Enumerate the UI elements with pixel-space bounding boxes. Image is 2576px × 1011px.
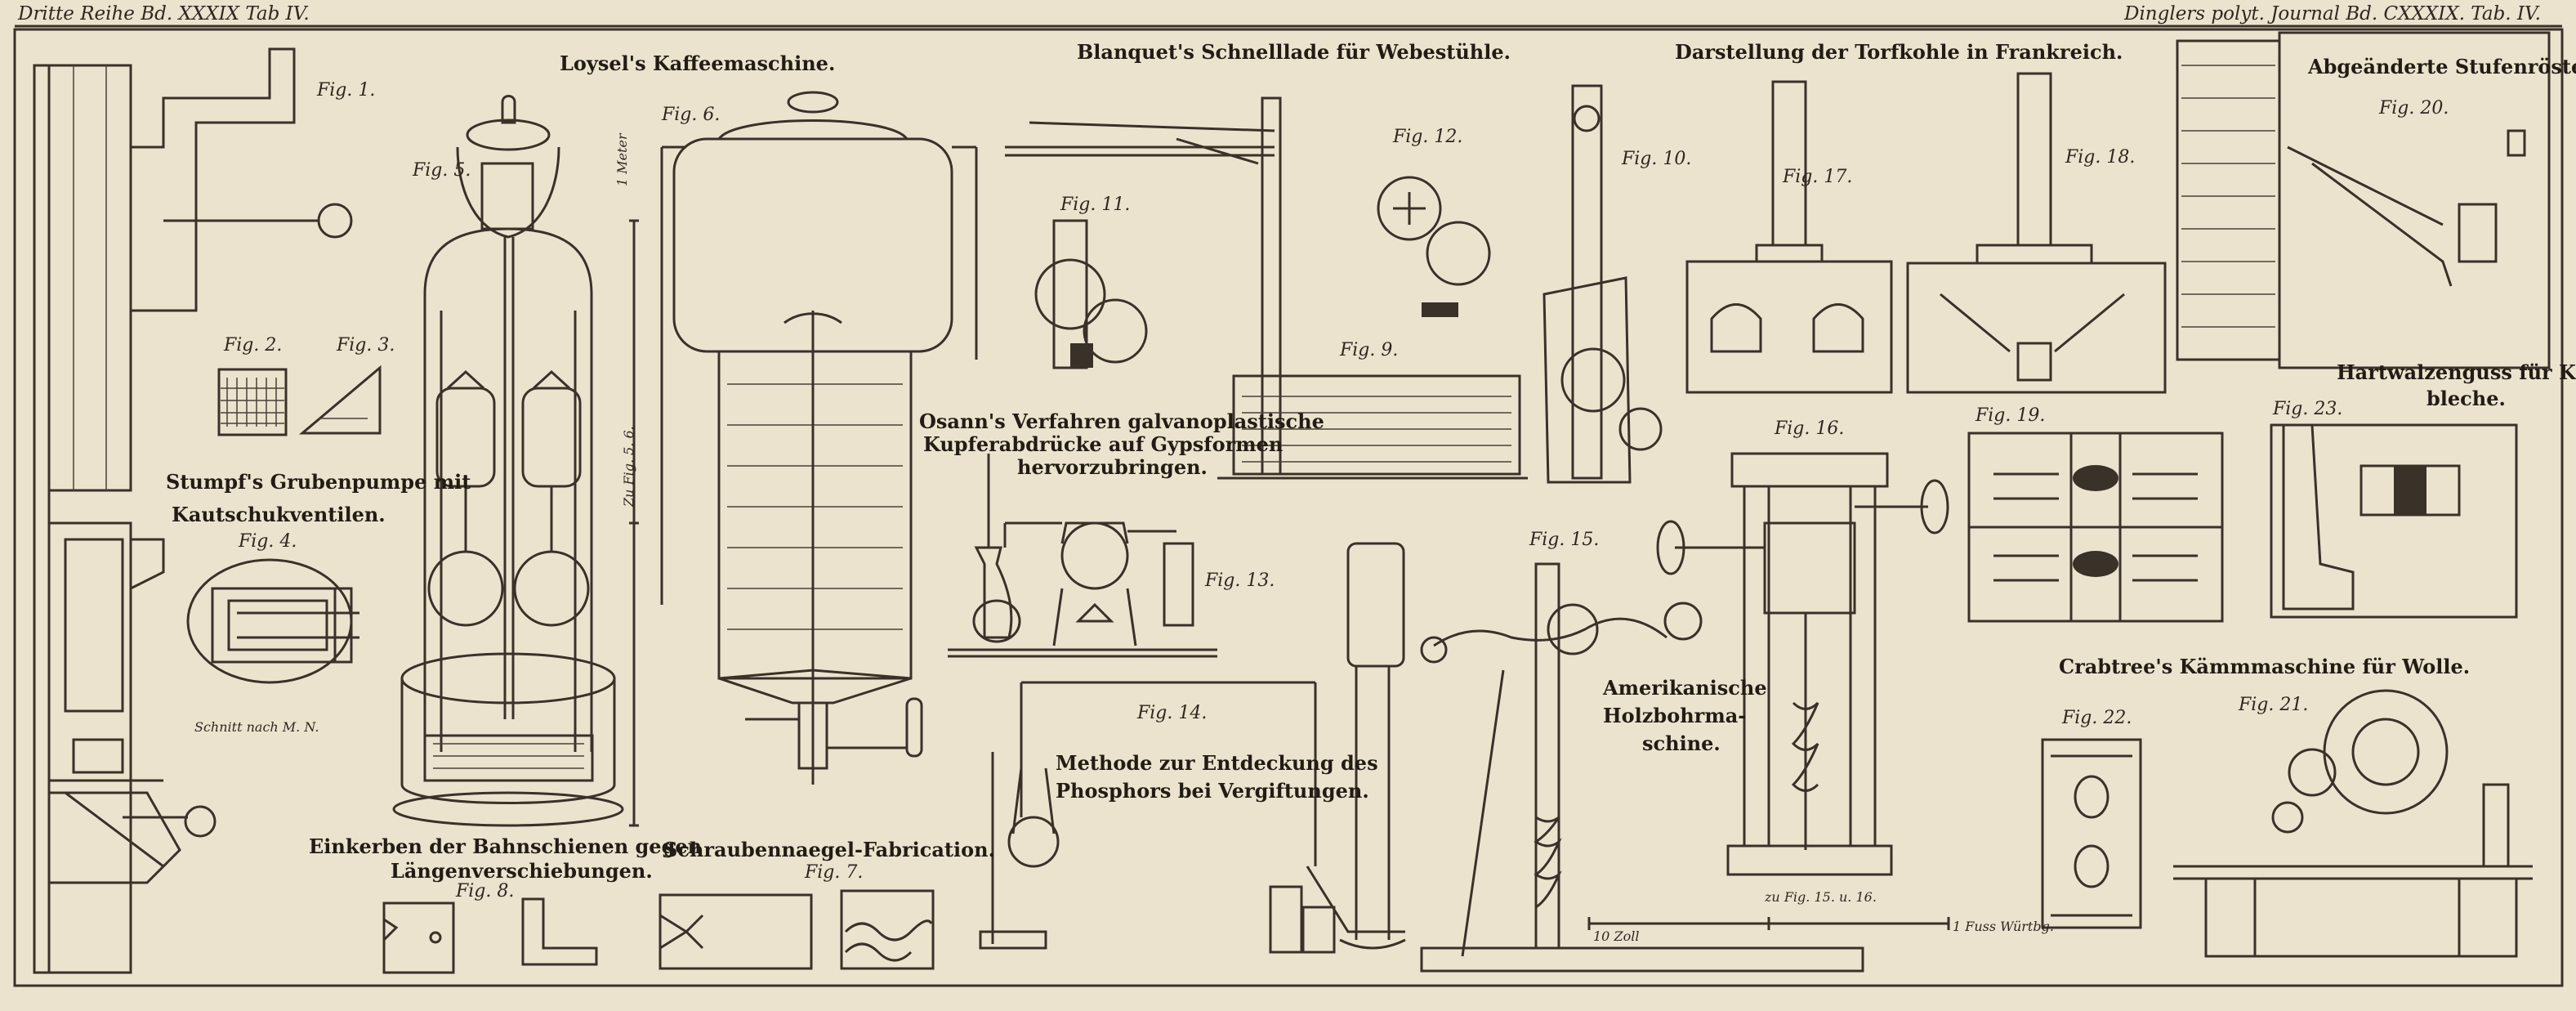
title-blanquet: Blanquet's Schnelllade für Webestühle. bbox=[1077, 40, 1511, 64]
title-stufenroste: Abgeänderte Stufenröste bbox=[2308, 55, 2576, 78]
fig-2-label: Fig. 2. bbox=[224, 335, 283, 356]
fig-9-loom-frame bbox=[1005, 96, 1528, 480]
title-holzbohr-line-2: Holzbohrma- bbox=[1603, 704, 1747, 727]
fig-20-label: Fig. 20. bbox=[2379, 98, 2449, 119]
fig-22-label: Fig. 22. bbox=[2062, 708, 2132, 728]
fig-17-peat-oven bbox=[1685, 80, 1893, 394]
fig-9-label: Fig. 9. bbox=[1340, 340, 1399, 360]
caption-schnitt: Schnitt nach M. N. bbox=[194, 719, 319, 735]
caption-meter: 1 Meter bbox=[614, 133, 630, 186]
fig-3-wedge bbox=[298, 365, 382, 435]
title-hartwalzen-line-2: bleche. bbox=[2426, 387, 2506, 410]
fig-13-label: Fig. 13. bbox=[1205, 570, 1275, 591]
fig-5-coffee-machine bbox=[392, 95, 624, 827]
fig-10-label: Fig. 10. bbox=[1622, 149, 1692, 169]
title-einkerben-line-1: Einkerben der Bahnschienen gegen bbox=[309, 834, 703, 858]
title-holzbohr-line-3: schine. bbox=[1642, 731, 1721, 755]
fig-10-loom-side bbox=[1542, 84, 1663, 484]
title-stumpf-line-2: Kautschukventilen. bbox=[172, 503, 386, 526]
fig-6-urn-section bbox=[660, 91, 978, 785]
title-phosphor-line-1: Methode zur Entdeckung des bbox=[1056, 751, 1378, 775]
title-schraubennaegel: Schraubennaegel-Fabrication. bbox=[663, 838, 995, 861]
fig-6-label: Fig. 6. bbox=[662, 105, 721, 125]
title-stumpf-line-1: Stumpf's Grubenpumpe mit bbox=[166, 470, 471, 494]
title-phosphor-line-2: Phosphors bei Vergiftungen. bbox=[1056, 779, 1369, 803]
fig-12-label: Fig. 12. bbox=[1393, 127, 1463, 147]
fig-8-rail-profiles bbox=[382, 897, 598, 974]
caption-zoll: 10 Zoll bbox=[1593, 928, 1640, 944]
title-osann-line-3: hervorzubringen. bbox=[1017, 455, 1208, 479]
fig-15-auger bbox=[1420, 562, 1864, 973]
fig-20-step-grate bbox=[2176, 31, 2551, 369]
title-osann-line-2: Kupferabdrücke auf Gypsformen bbox=[923, 432, 1284, 456]
fig-4-valve-section bbox=[186, 558, 359, 684]
plate-header-right: Dinglers polyt. Journal Bd. CXXXIX. Tab.… bbox=[2124, 3, 2541, 25]
fig-1-label: Fig. 1. bbox=[317, 80, 376, 101]
fig-12-gears bbox=[1377, 176, 1491, 317]
fig-16-boring-machine bbox=[1656, 452, 1949, 876]
title-hartwalzen-line-1: Hartwalzenguss für Kupfer- bbox=[2337, 360, 2576, 384]
title-crabtree: Crabtree's Kämmmaschine für Wolle. bbox=[2059, 655, 2471, 678]
fig-8-label: Fig. 8. bbox=[456, 881, 515, 901]
fig-23-chill-mould bbox=[2270, 423, 2518, 619]
fig-23-label: Fig. 23. bbox=[2273, 399, 2343, 419]
fig-19-label: Fig. 19. bbox=[1976, 405, 2046, 426]
fig-7-label: Fig. 7. bbox=[805, 862, 864, 883]
title-torfkohle: Darstellung der Torfkohle in Frankreich. bbox=[1675, 40, 2123, 64]
fig-21-label: Fig. 21. bbox=[2239, 695, 2309, 715]
fig-7-nail-profiles bbox=[659, 889, 935, 970]
fig-13-galvano-apparatus bbox=[948, 454, 1217, 658]
fig-19-mould-channels bbox=[1967, 432, 2224, 623]
caption-engraver: 1 Fuss Würtbg. bbox=[1953, 919, 2054, 934]
plate-frame bbox=[13, 28, 2564, 987]
fig-15-16-scale bbox=[1587, 917, 1950, 930]
fig-11-label: Fig. 11. bbox=[1060, 195, 1131, 215]
fig-11-pawl bbox=[1034, 219, 1148, 369]
fig-16-label: Fig. 16. bbox=[1775, 418, 1845, 439]
fig-18-peat-oven-section bbox=[1906, 72, 2167, 394]
fig-3-label: Fig. 3. bbox=[337, 335, 395, 356]
fig-1-pump-drawing bbox=[33, 47, 353, 974]
fig-2-valve-grid bbox=[217, 368, 288, 436]
fig-4-label: Fig. 4. bbox=[239, 531, 297, 552]
fig-5-label: Fig. 5. bbox=[413, 160, 471, 181]
fig-14-label: Fig. 14. bbox=[1137, 703, 1208, 723]
caption-zu-fig-15-16: zu Fig. 15. u. 16. bbox=[1765, 889, 1877, 905]
fig-5-6-scale bbox=[629, 219, 639, 827]
title-holzbohr-line-1: Amerikanische bbox=[1603, 676, 1767, 700]
title-loysel: Loysel's Kaffeemaschine. bbox=[560, 51, 836, 75]
title-einkerben-line-2: Längenverschiebungen. bbox=[391, 859, 653, 883]
fig-15-label: Fig. 15. bbox=[1529, 530, 1600, 550]
fig-14-phosphor-apparatus bbox=[979, 542, 1406, 954]
title-osann-line-1: Osann's Verfahren galvanoplastische bbox=[919, 409, 1324, 433]
fig-21-combing-machine bbox=[2173, 689, 2533, 958]
fig-22-comb-box bbox=[2041, 738, 2142, 929]
caption-zu-fig-5-6: Zu Fig. 5. 6. bbox=[621, 426, 636, 507]
fig-18-label: Fig. 18. bbox=[2065, 147, 2136, 168]
plate-header-left: Dritte Reihe Bd. XXXIX Tab IV. bbox=[18, 3, 310, 25]
fig-17-label: Fig. 17. bbox=[1783, 167, 1853, 187]
